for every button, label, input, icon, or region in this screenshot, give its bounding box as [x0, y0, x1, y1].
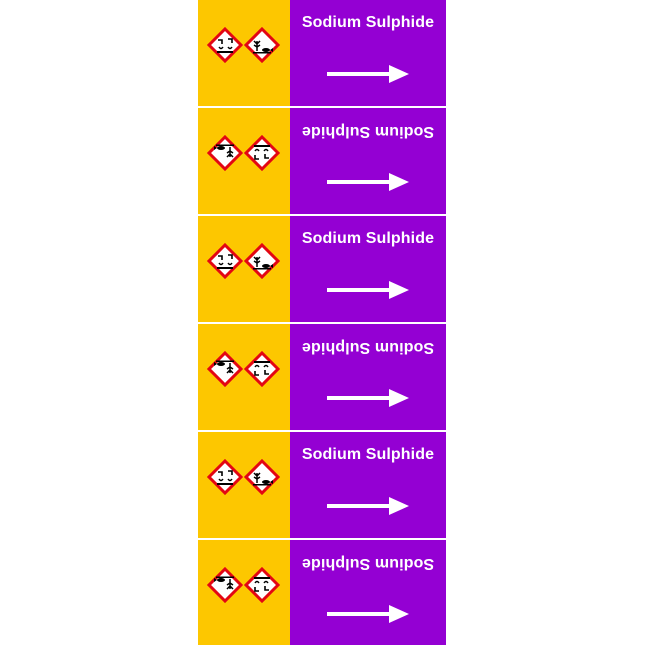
environment-icon: [207, 567, 243, 603]
flow-direction-arrow-icon: [327, 173, 409, 191]
environment-icon: [244, 459, 280, 495]
environment-icon: [207, 351, 243, 387]
pipe-marker-label: Sodium Sulphide: [198, 0, 446, 106]
flow-direction-arrow-icon: [327, 389, 409, 407]
corrosion-icon: [207, 459, 243, 495]
media-band: Sodium Sulphide: [290, 0, 446, 106]
label-divider: [198, 106, 446, 108]
pipe-marker-label: Sodium Sulphide: [198, 540, 446, 645]
corrosion-icon: [244, 351, 280, 387]
media-band: Sodium Sulphide: [290, 540, 446, 645]
hazard-band: [198, 540, 290, 645]
corrosion-icon: [244, 567, 280, 603]
media-band: Sodium Sulphide: [290, 324, 446, 430]
media-band: Sodium Sulphide: [290, 108, 446, 214]
label-divider: [198, 214, 446, 216]
hazard-band: [198, 216, 290, 322]
label-divider: [198, 322, 446, 324]
media-name: Sodium Sulphide: [301, 339, 435, 356]
media-name: Sodium Sulphide: [301, 14, 435, 31]
media-band: Sodium Sulphide: [290, 432, 446, 538]
media-name: Sodium Sulphide: [301, 446, 435, 463]
flow-direction-arrow-icon: [327, 65, 409, 83]
flow-direction-arrow-icon: [327, 605, 409, 623]
label-divider: [198, 538, 446, 540]
environment-icon: [207, 135, 243, 171]
media-name: Sodium Sulphide: [301, 123, 435, 140]
hazard-band: [198, 0, 290, 106]
hazard-band: [198, 324, 290, 430]
media-name: Sodium Sulphide: [301, 555, 435, 572]
media-band: Sodium Sulphide: [290, 216, 446, 322]
pipe-marker-label: Sodium Sulphide: [198, 324, 446, 430]
flow-direction-arrow-icon: [327, 497, 409, 515]
pipe-marker-strip: Sodium Sulphide: [198, 0, 446, 645]
corrosion-icon: [244, 135, 280, 171]
environment-icon: [244, 27, 280, 63]
environment-icon: [244, 243, 280, 279]
pipe-marker-label: Sodium Sulphide: [198, 432, 446, 538]
corrosion-icon: [207, 27, 243, 63]
hazard-band: [198, 108, 290, 214]
label-divider: [198, 430, 446, 432]
corrosion-icon: [207, 243, 243, 279]
pipe-marker-label: Sodium Sulphide: [198, 216, 446, 322]
flow-direction-arrow-icon: [327, 281, 409, 299]
media-name: Sodium Sulphide: [301, 230, 435, 247]
pipe-marker-label: Sodium Sulphide: [198, 108, 446, 214]
hazard-band: [198, 432, 290, 538]
